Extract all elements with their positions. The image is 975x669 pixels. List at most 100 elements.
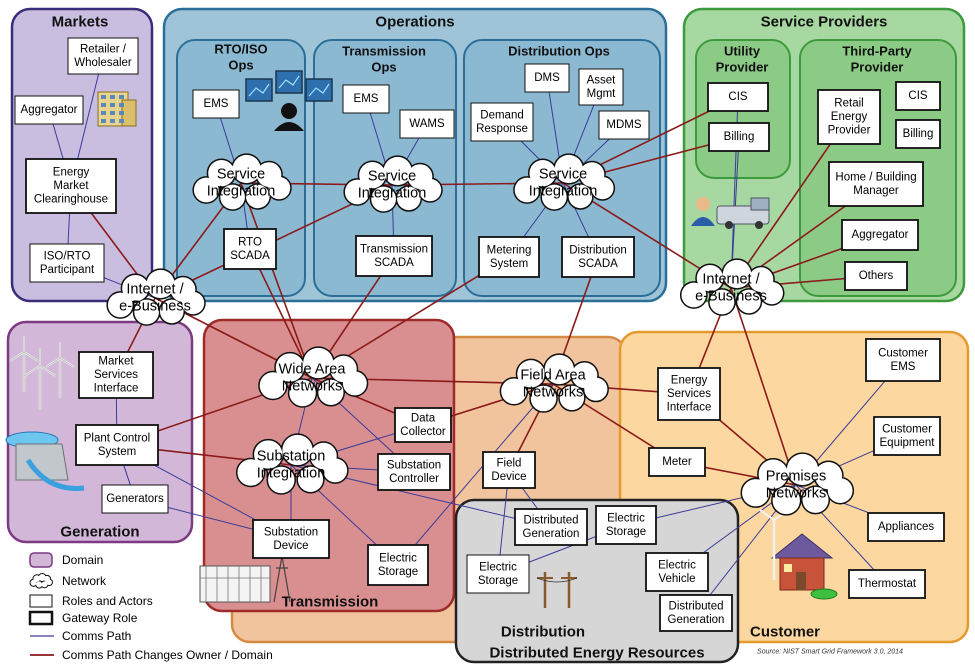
cloud-label: Integration <box>207 184 276 200</box>
transmission-ops-title: Transmission <box>342 44 426 59</box>
wind-turbine-icon <box>45 342 75 398</box>
node-label: Distributed <box>669 600 724 612</box>
node-label: Generation <box>523 528 580 540</box>
node-label: Substation <box>264 526 318 538</box>
smart-home-icon <box>759 509 838 600</box>
node-label: Substation <box>387 459 441 471</box>
power-pole-icon <box>536 572 578 608</box>
legend-comms-owner: Comms Path Changes Owner / Domain <box>30 648 273 662</box>
node-label: Manager <box>853 185 899 197</box>
node-label: CIS <box>908 90 928 102</box>
wind-turbine-icon <box>9 336 39 392</box>
substation-icon <box>199 555 291 603</box>
node-label: Equipment <box>880 437 936 449</box>
node-label: Electric <box>607 512 645 524</box>
utility-provider-title: Provider <box>716 60 769 75</box>
markets-title: Markets <box>52 14 109 31</box>
legend-domain: Domain <box>29 552 103 568</box>
comms-path-owner-change <box>240 182 313 379</box>
comms-path <box>397 383 554 566</box>
legend-label: Network <box>62 574 107 588</box>
legend-label: Gateway Role <box>62 611 138 625</box>
cloud-internet-sp: Internet /e-Business <box>679 258 785 316</box>
node-label: Services <box>94 369 138 381</box>
cloud-label: Substation <box>257 449 326 465</box>
node-wams: WAMS <box>399 109 455 139</box>
node-label: EMS <box>354 93 379 105</box>
node-label: WAMS <box>409 118 445 130</box>
cloud-label: Networks <box>523 385 583 401</box>
node-label: Response <box>476 123 528 135</box>
markets-domain <box>10 7 154 303</box>
node-label: CIS <box>728 91 748 103</box>
node-label: Interface <box>94 383 139 395</box>
cloud-label: Service <box>368 169 416 185</box>
distribution-title: Distribution <box>501 624 585 641</box>
node-label: Storage <box>478 575 518 587</box>
node-meter: Meter <box>648 447 706 477</box>
node-others: Others <box>844 261 908 291</box>
cloud-label: Internet / <box>126 282 184 298</box>
office-building-icon <box>97 91 137 127</box>
node-label: MDMS <box>606 119 641 131</box>
rto-iso-ops-title: RTO/ISO <box>214 42 267 57</box>
cloud-label: Integration <box>358 186 427 202</box>
distribution-ops-title: Distribution Ops <box>508 44 610 59</box>
der-title: Distributed Energy Resources <box>489 645 704 662</box>
cloud-label: Integration <box>529 184 598 200</box>
legend-roles: Roles and Actors <box>29 594 153 608</box>
customer-title: Customer <box>750 624 820 641</box>
legend-label: Domain <box>62 553 103 567</box>
node-label: Energy <box>53 167 90 179</box>
node-appliances: Appliances <box>867 512 945 542</box>
node-billing-u: Billing <box>708 122 770 152</box>
transmission-title: Transmission <box>282 594 379 611</box>
node-label: Participant <box>40 264 95 276</box>
node-label: Retail <box>834 98 863 110</box>
cloud-label: Field Area <box>520 368 586 384</box>
node-label: Interface <box>667 402 712 414</box>
node-label: Energy <box>671 375 708 387</box>
node-billing-t: Billing <box>895 119 941 149</box>
legend-gateway: Gateway Role <box>28 610 138 626</box>
cloud-label: Service <box>217 167 265 183</box>
node-label: Distribution <box>569 244 627 256</box>
third-party-provider-title: Third-Party <box>842 44 912 59</box>
node-label: Appliances <box>878 521 935 533</box>
comms-path-owner-change <box>730 287 797 486</box>
cloud-internet-m: Internet /e-Business <box>106 268 206 326</box>
node-label: Generation <box>668 614 725 626</box>
legend-network: Network <box>29 572 107 589</box>
node-retailer: Retailer /Wholesaler <box>67 37 139 75</box>
node-label: Retailer / <box>80 43 127 55</box>
wind-turbine-icon <box>24 348 56 410</box>
node-label: Collector <box>400 426 446 438</box>
cloud-label: Internet / <box>702 272 760 288</box>
node-label: Data <box>411 412 436 424</box>
operations-title: Operations <box>375 14 454 31</box>
cloud-label: Premises <box>766 469 826 485</box>
